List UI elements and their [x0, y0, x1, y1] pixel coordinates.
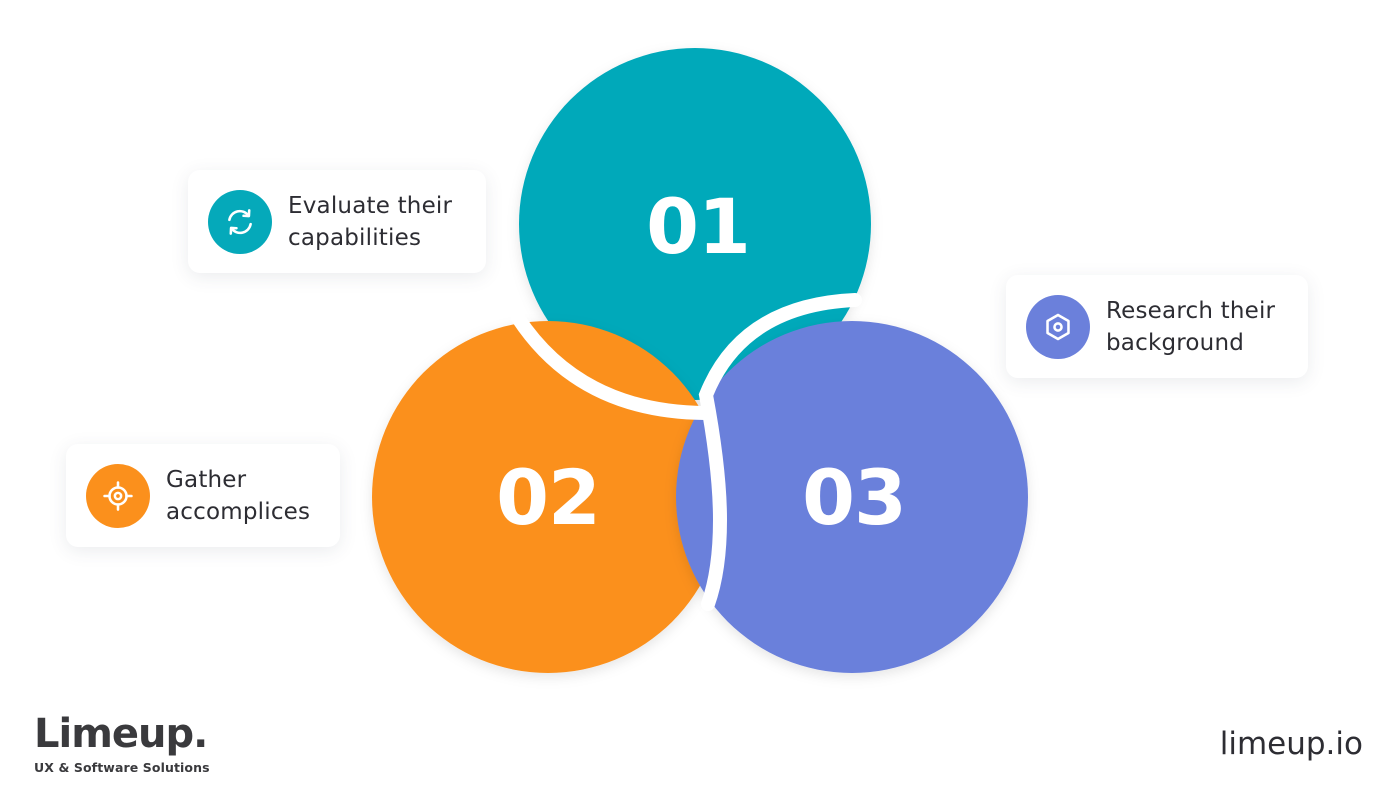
- step-label-line2: background: [1106, 329, 1245, 356]
- step-label-line1: Evaluate their: [288, 192, 453, 219]
- step-card-gather: Gather accomplices: [66, 444, 340, 547]
- hexagon-icon: [1026, 294, 1090, 359]
- step-label-line1: Research their: [1106, 297, 1276, 324]
- circle-03: [676, 321, 1028, 673]
- logo-wordmark: Limeup.: [34, 711, 208, 757]
- step-label-line1: Gather: [166, 466, 247, 493]
- step-number-01: 01: [646, 182, 751, 271]
- brand-logo: Limeup. UX & Software Solutions: [34, 710, 210, 775]
- refresh-icon: [208, 189, 272, 254]
- website-url: limeup.io: [1219, 726, 1363, 762]
- step-label: Evaluate their capabilities: [288, 190, 452, 254]
- step-number-02: 02: [496, 453, 601, 542]
- step-label: Research their background: [1106, 295, 1275, 359]
- step-card-evaluate: Evaluate their capabilities: [188, 170, 486, 273]
- step-card-research: Research their background: [1006, 275, 1308, 378]
- step-label-line2: accomplices: [166, 498, 311, 525]
- step-label: Gather accomplices: [166, 464, 310, 528]
- target-icon: [86, 463, 150, 528]
- step-number-03: 03: [802, 453, 907, 542]
- brand-tagline: UX & Software Solutions: [34, 760, 210, 775]
- step-label-line2: capabilities: [288, 224, 422, 251]
